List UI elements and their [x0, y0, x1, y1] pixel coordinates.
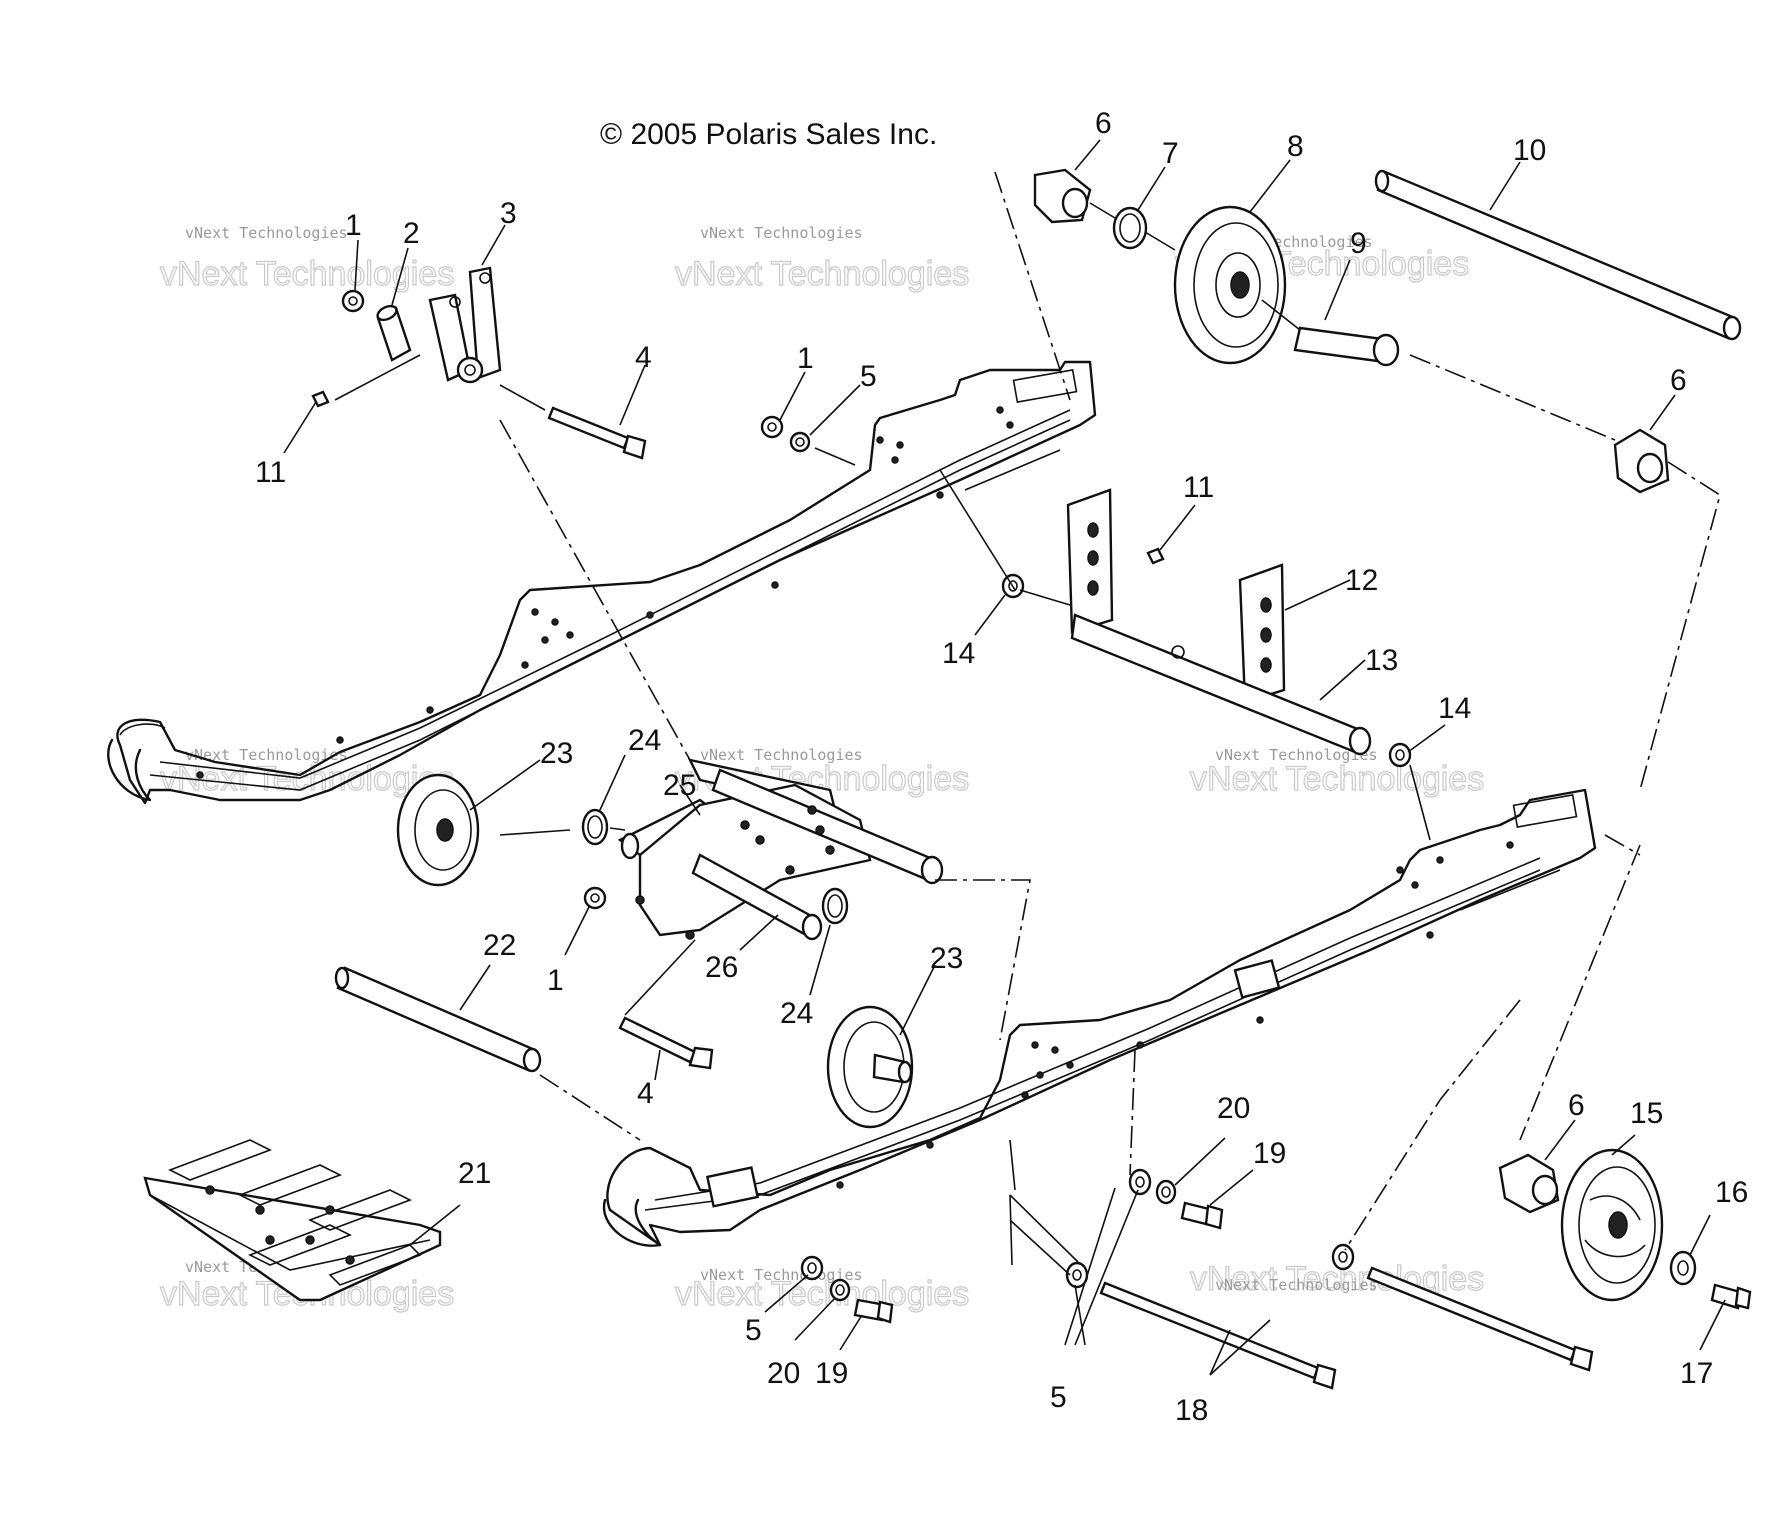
callout-16: 16	[1715, 1176, 1748, 1209]
bracket-12	[1066, 488, 1286, 704]
idler-wheel-8	[1173, 205, 1287, 365]
assembly-lines	[334, 171, 1721, 1276]
callout-21: 21	[458, 1157, 491, 1190]
callout-5: 5	[1050, 1381, 1067, 1414]
callout-20: 20	[1217, 1092, 1250, 1125]
bearing-cap-6-top	[1033, 168, 1092, 224]
washer-16	[1669, 1250, 1697, 1286]
wear-strip-21	[143, 1139, 442, 1302]
washer-20-mid	[1155, 1179, 1177, 1205]
watermark-text: vNext Technologies	[700, 224, 863, 242]
callout-5: 5	[745, 1314, 762, 1347]
spacer-ring-24-top	[581, 808, 609, 846]
callout-25: 25	[663, 769, 696, 802]
right-rail	[602, 788, 1597, 1247]
callout-19: 19	[1253, 1137, 1286, 1170]
callout-5: 5	[860, 360, 877, 393]
idler-wheel-23-bottom	[826, 1005, 914, 1129]
callout-8: 8	[1287, 130, 1304, 163]
idler-wheel-15	[1560, 1148, 1664, 1302]
spacer-ring-7	[1112, 206, 1148, 250]
callout-12: 12	[1345, 564, 1378, 597]
watermark-text: vNext Technologies	[185, 224, 348, 242]
bushing-2	[376, 304, 412, 362]
shaft-26	[691, 853, 823, 941]
callout-23: 23	[930, 942, 963, 975]
callout-4: 4	[637, 1077, 654, 1110]
callout-6: 6	[1095, 107, 1112, 140]
nut-1-top	[341, 289, 365, 313]
callout-23: 23	[540, 737, 573, 770]
rear-axle-10	[1374, 169, 1742, 341]
callout-7: 7	[1162, 137, 1179, 170]
callout-4: 4	[635, 341, 652, 374]
callout-labels: 1 2 3 11 4 1 5 6 7 8 9 10 6 11 12 13 14 …	[255, 107, 1748, 1427]
front-axle-22	[334, 966, 542, 1073]
watermark-text: vNext Technologies	[1215, 746, 1378, 764]
callout-9: 9	[1350, 227, 1367, 260]
set-screw-11-mid	[1146, 547, 1165, 565]
bolt-4-top	[547, 406, 647, 460]
idler-wheel-23-left	[396, 773, 480, 887]
spacer-ring-24-bottom	[821, 887, 849, 925]
callout-17: 17	[1680, 1357, 1713, 1390]
callout-6: 6	[1670, 364, 1687, 397]
callout-3: 3	[500, 197, 517, 230]
callout-19: 19	[815, 1357, 848, 1390]
washer-5-bottom-right	[1331, 1243, 1355, 1271]
nut-1-arm	[583, 886, 607, 910]
washer-14-right	[1388, 742, 1412, 768]
callout-18: 18	[1175, 1394, 1208, 1427]
watermark-text: vNext Technologies	[675, 255, 969, 293]
callout-20: 20	[767, 1357, 800, 1390]
washer-20-lower-left	[829, 1278, 851, 1302]
callout-22: 22	[483, 929, 516, 962]
watermark-text: vNext Technologies	[675, 1275, 969, 1313]
nut-1-mid	[760, 415, 784, 439]
callout-10: 10	[1513, 134, 1546, 167]
callout-11: 11	[1183, 471, 1214, 504]
copyright-notice: © 2005 Polaris Sales Inc.	[600, 118, 938, 151]
link-plate-3	[428, 266, 502, 384]
callout-11: 11	[255, 456, 286, 489]
callout-15: 15	[1630, 1097, 1663, 1130]
callout-leaders	[283, 139, 1726, 1376]
watermark-text: vNext Technologies	[185, 746, 348, 764]
washer-5-mid	[1128, 1168, 1152, 1196]
callout-2: 2	[403, 217, 420, 250]
washer-5-lower-left	[800, 1255, 824, 1281]
bolt-4-bottom	[618, 1016, 714, 1070]
bearing-cap-6-bottom	[1498, 1153, 1560, 1214]
left-rail	[107, 360, 1097, 805]
arm-assembly-25	[617, 758, 944, 940]
watermark-text: vNext Technologies	[160, 255, 454, 293]
bolt-19-lower-left	[853, 1298, 894, 1324]
callout-13: 13	[1365, 644, 1398, 677]
bolt-17	[1710, 1283, 1752, 1310]
bolt-19-mid	[1180, 1201, 1224, 1230]
callout-6: 6	[1568, 1089, 1585, 1122]
watermark-text: vNext Technologies	[160, 760, 454, 798]
watermark-text: vNext Technologies	[700, 746, 863, 764]
callout-1: 1	[797, 342, 814, 375]
callout-24: 24	[780, 997, 813, 1030]
callout-14: 14	[1438, 692, 1471, 725]
spacer-tube-9	[1293, 326, 1400, 367]
callout-26: 26	[705, 951, 738, 984]
cross-shaft-13	[1070, 613, 1372, 756]
callout-1: 1	[345, 209, 362, 242]
bearing-cap-6-right	[1613, 428, 1670, 494]
callout-24: 24	[628, 724, 661, 757]
callout-1: 1	[547, 964, 564, 997]
long-bolt-18	[1099, 1266, 1594, 1390]
washer-5-top	[789, 431, 811, 453]
watermark-text: vNext Technologies	[1190, 760, 1484, 798]
watermark-text: vNext Technologies	[1215, 1276, 1378, 1294]
callout-14: 14	[942, 637, 975, 670]
